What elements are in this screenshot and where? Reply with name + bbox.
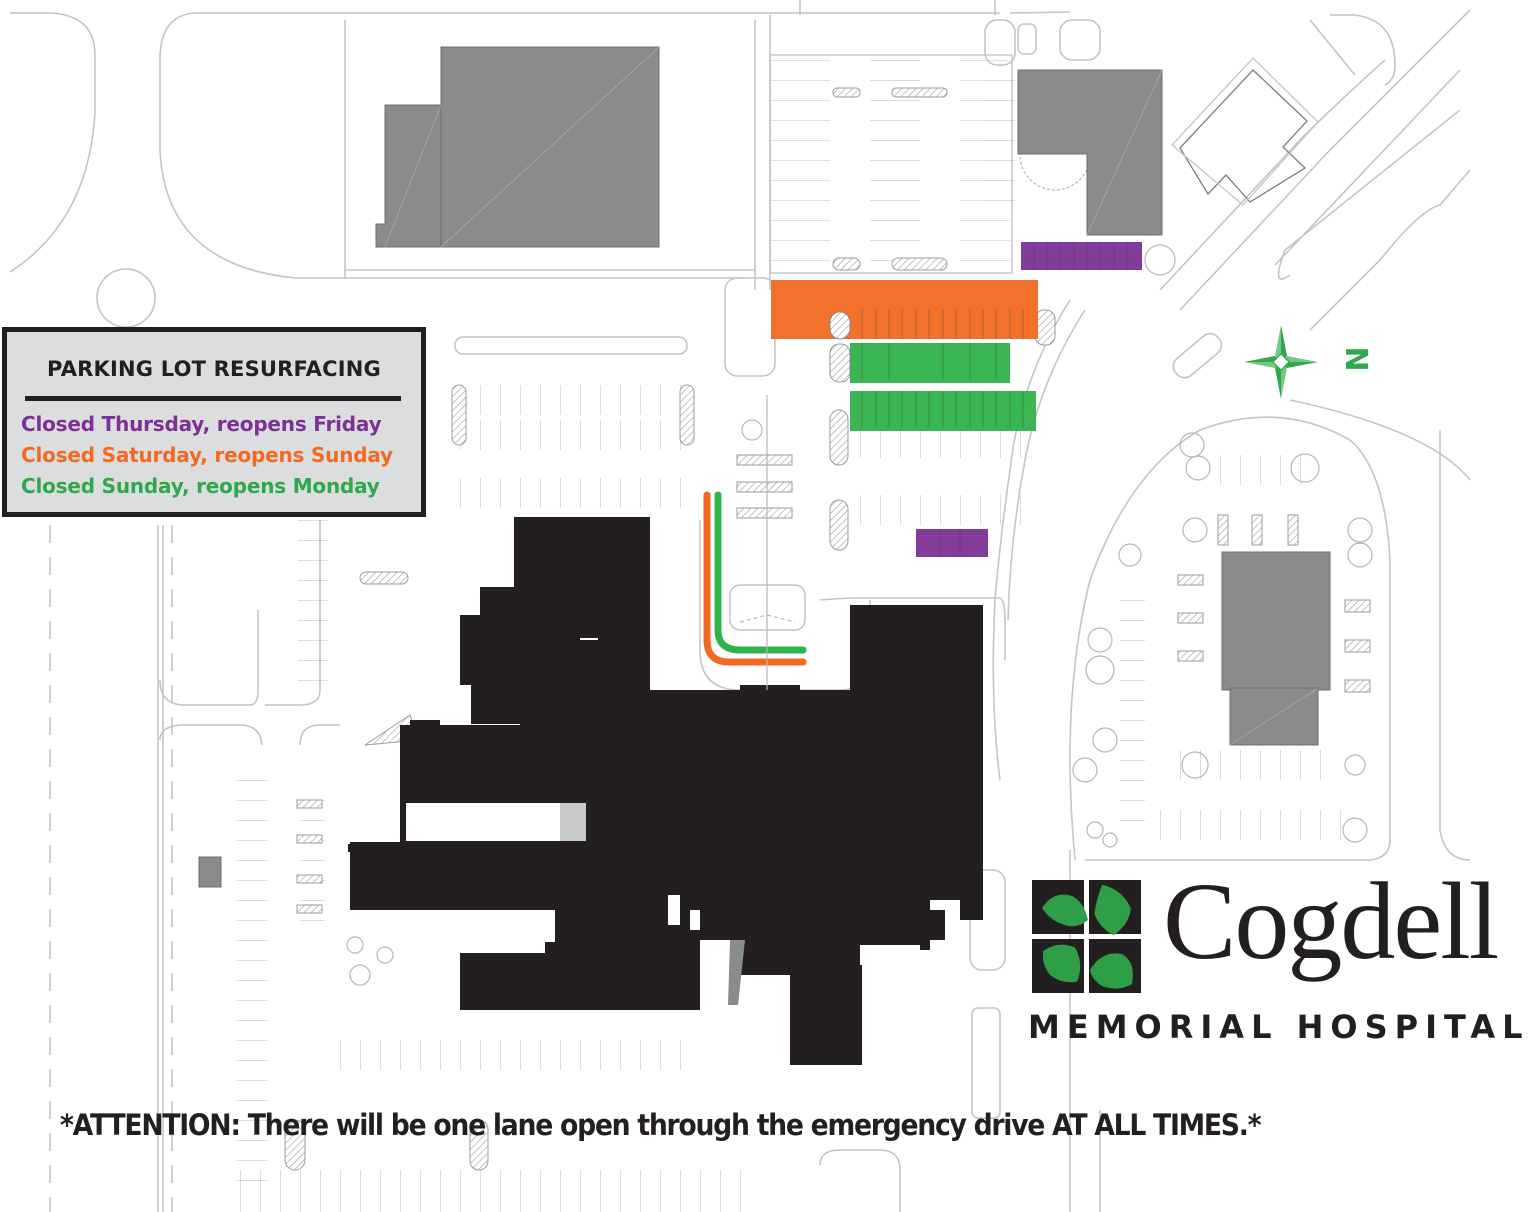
compass-rose-icon bbox=[1244, 325, 1318, 399]
hospital-logo-name: Cogdell bbox=[1163, 860, 1499, 982]
attention-notice: *ATTENTION: There will be one lane open … bbox=[60, 1108, 1262, 1142]
resurfacing-legend: PARKING LOT RESURFACING Closed Thursday,… bbox=[2, 327, 426, 517]
hospital-building-mass bbox=[350, 517, 983, 1065]
parking-stalls bbox=[237, 54, 1360, 1212]
closure-thursday-north bbox=[1021, 242, 1142, 270]
legend-item-sunday: Closed Sunday, reopens Monday bbox=[21, 474, 380, 498]
neighboring-buildings bbox=[198, 46, 1331, 888]
hospital-logo-subtitle: MEMORIAL HOSPITAL bbox=[1028, 1008, 1530, 1046]
closure-saturday-north bbox=[771, 280, 1038, 339]
emergency-lane-saturday bbox=[703, 491, 807, 666]
legend-item-thursday: Closed Thursday, reopens Friday bbox=[21, 412, 382, 436]
closure-overlay-stall-lines bbox=[861, 242, 1128, 557]
landscape-islands bbox=[284, 87, 1371, 1171]
north-label: N bbox=[1338, 346, 1373, 372]
outline-building-ne bbox=[1171, 57, 1319, 206]
legend-divider bbox=[25, 396, 401, 401]
closure-sunday-row-2 bbox=[850, 391, 1036, 431]
legend-title: PARKING LOT RESURFACING bbox=[47, 357, 381, 381]
emergency-lane-sunday bbox=[714, 491, 807, 654]
emergency-canopy bbox=[729, 395, 806, 690]
closure-hatched-islands-on-overlay bbox=[829, 311, 851, 383]
legend-item-saturday: Closed Saturday, reopens Sunday bbox=[21, 443, 393, 467]
closure-overlays bbox=[771, 242, 1142, 557]
building-courtyards bbox=[406, 803, 745, 1005]
closure-thursday-south bbox=[916, 529, 988, 557]
closure-sunday-row-1 bbox=[850, 343, 1010, 383]
hospital-logo-mark bbox=[1032, 880, 1141, 993]
